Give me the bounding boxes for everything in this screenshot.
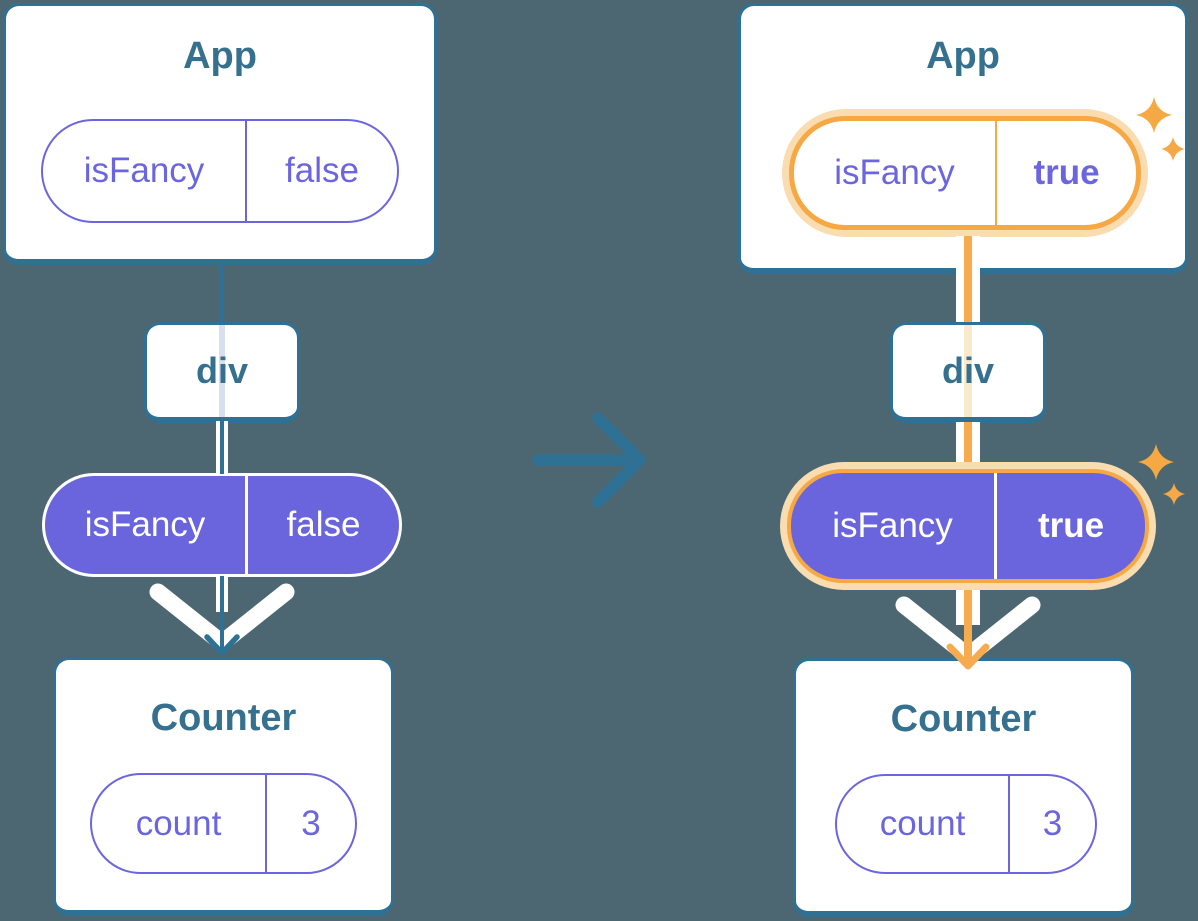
down-arrow-icon-highlighted <box>895 589 1041 670</box>
div-component-box-after: div <box>890 322 1046 423</box>
div-component-box-before: div <box>144 322 300 423</box>
counter-component-card-before: Counter count 3 <box>53 657 394 916</box>
state-pill: count 3 <box>835 774 1097 874</box>
prop-name: isFancy <box>45 476 248 574</box>
counter-component-card-after: Counter count 3 <box>793 658 1134 917</box>
tree-edge-line <box>219 260 223 323</box>
component-title: Counter <box>890 698 1037 740</box>
component-title: App <box>926 35 1000 77</box>
state-value: 3 <box>1042 804 1063 843</box>
prop-flow-line <box>216 421 228 474</box>
sparkle-icon <box>1136 97 1185 161</box>
prop-pass-through-stripe <box>964 325 972 417</box>
sparkle-icon <box>1138 444 1185 505</box>
transition-arrow-icon <box>532 412 646 508</box>
prop-flow-line-highlighted <box>956 422 980 464</box>
prop-value: true <box>1037 506 1105 545</box>
highlighted-passed-prop-pill: isFancy true <box>780 462 1156 590</box>
state-value: 3 <box>301 803 321 843</box>
component-title: Counter <box>150 697 297 739</box>
passed-prop-pill: isFancy false <box>42 473 402 577</box>
state-name: count <box>837 776 1010 872</box>
node-label: div <box>195 350 248 391</box>
prop-name: isFancy <box>794 121 997 225</box>
prop-value: false <box>286 505 361 544</box>
state-pill: count 3 <box>90 773 357 874</box>
component-title: App <box>183 35 257 77</box>
app-component-card-after: App isFancy true <box>738 3 1188 274</box>
prop-name: isFancy <box>43 121 247 221</box>
node-label: div <box>941 350 994 391</box>
prop-value: true <box>1033 153 1100 192</box>
prop-pill: isFancy false <box>41 119 399 223</box>
down-arrow-icon <box>149 576 295 656</box>
highlighted-prop-pill: isFancy true <box>782 109 1148 237</box>
state-name: count <box>92 775 267 872</box>
prop-name: isFancy <box>791 473 997 579</box>
prop-flow-line-highlighted <box>956 236 980 322</box>
prop-pass-through-stripe <box>219 325 225 417</box>
prop-value: false <box>285 151 359 190</box>
app-component-card-before: App isFancy false <box>3 3 437 265</box>
